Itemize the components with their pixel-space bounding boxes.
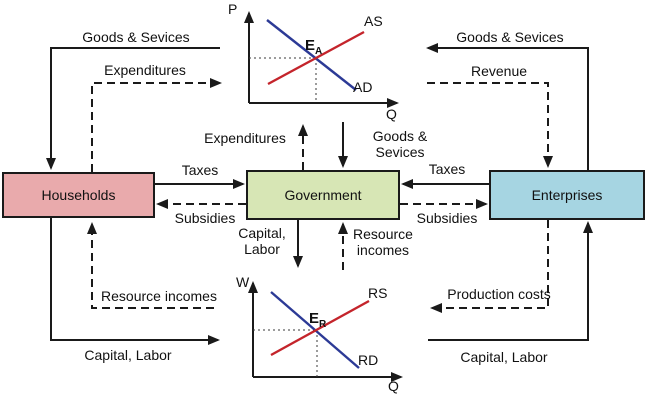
label-capital-labor-bottom-left: Capital, Labor	[84, 347, 172, 363]
label-taxes-right: Taxes	[428, 161, 466, 177]
top-chart-x-axis-label: Q	[386, 106, 397, 122]
label-subsidies-right: Subsidies	[416, 210, 478, 226]
label-resource-incomes-bottom-left: Resource incomes	[101, 288, 217, 304]
label-production-costs: Production costs	[447, 286, 551, 302]
arrow-production-costs-from-enterprises	[430, 220, 549, 313]
label-expenditures-top-left: Expenditures	[104, 62, 186, 78]
bottom-supply-demand-chart	[248, 281, 403, 382]
top-chart-ad-label: AD	[353, 79, 373, 95]
top-chart-as-curve	[267, 30, 365, 86]
bottom-chart-rs-label: RS	[368, 285, 388, 301]
arrow-capital-labor-to-enterprises	[428, 221, 593, 341]
label-capital-labor-government-line2: Labor	[244, 241, 280, 257]
top-chart-ad-curve	[266, 19, 357, 91]
bottom-chart-equilibrium-letter: E	[309, 310, 320, 327]
label-resource-incomes-government: Resource incomes	[347, 226, 419, 258]
top-chart-as-label: AS	[364, 13, 383, 29]
label-goods-services-top-left: Goods & Sevices	[82, 29, 190, 45]
label-goods-services-mid: Goods & Sevices	[366, 128, 434, 160]
label-resource-incomes-government-line2: incomes	[356, 242, 410, 258]
arrow-capital-labor-from-households	[50, 218, 220, 345]
label-taxes-left: Taxes	[181, 162, 219, 178]
label-expenditures-mid: Expenditures	[204, 130, 286, 146]
label-revenue: Revenue	[470, 63, 528, 79]
bottom-chart-y-axis-label: W	[236, 274, 250, 290]
government-box: Government	[246, 170, 400, 220]
enterprises-box: Enterprises	[489, 170, 645, 220]
top-chart-y-axis-label: P	[228, 1, 238, 17]
arrow-revenue-to-enterprises	[427, 82, 553, 168]
top-chart-equilibrium-guides	[249, 57, 317, 103]
bottom-chart-equilibrium-subscript: R	[319, 319, 327, 330]
label-goods-services-mid-line2: Sevices	[375, 144, 425, 160]
label-capital-labor-bottom-right: Capital, Labor	[460, 349, 548, 365]
label-capital-labor-government: Capital, Labor	[232, 225, 292, 257]
top-chart-equilibrium-label: EA	[305, 38, 322, 60]
bottom-chart-equilibrium-guides	[253, 329, 318, 377]
bottom-chart-rs-curve	[270, 299, 370, 357]
arrow-goods-services-to-households	[46, 47, 220, 170]
bottom-chart-x-axis-label: Q	[388, 378, 399, 394]
label-resource-incomes-government-line1: Resource	[353, 226, 413, 242]
label-goods-services-top-right: Goods & Sevices	[456, 29, 564, 45]
arrow-resource-incomes-to-households	[87, 222, 214, 309]
label-subsidies-left: Subsidies	[174, 210, 236, 226]
top-supply-demand-chart	[244, 11, 399, 108]
label-capital-labor-government-line1: Capital,	[238, 225, 286, 241]
top-chart-equilibrium-letter: E	[305, 37, 316, 54]
arrow-expenditures-from-households	[91, 78, 222, 172]
households-box: Households	[2, 172, 155, 218]
label-goods-services-mid-line1: Goods &	[372, 128, 428, 144]
bottom-chart-equilibrium-label: ER	[309, 311, 326, 333]
top-chart-equilibrium-subscript: A	[315, 46, 323, 57]
bottom-chart-rd-label: RD	[358, 352, 379, 368]
arrow-goods-services-from-enterprises	[426, 43, 589, 170]
